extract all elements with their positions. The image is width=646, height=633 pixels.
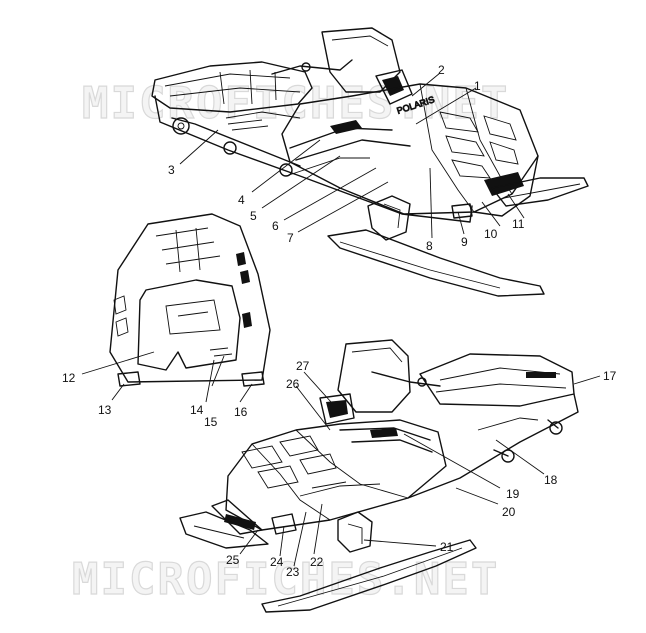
hood-underside-view [109,213,271,387]
callout-12: 12 [62,371,76,385]
callout-14: 14 [190,403,204,417]
callout-labels: 1 2 3 4 5 6 7 8 9 10 11 12 13 14 15 16 1… [62,63,617,579]
snowmobile-bottom-view [179,339,579,613]
callout-26: 26 [286,377,300,391]
callout-6: 6 [272,219,279,233]
callout-19: 19 [506,487,520,501]
watermark-bottom: MICROFICHES.NET [72,554,499,605]
callout-20: 20 [502,505,516,519]
callout-9: 9 [461,235,468,249]
callout-16: 16 [234,405,248,419]
callout-15: 15 [204,415,218,429]
callout-21: 21 [440,540,454,554]
callout-2: 2 [438,63,445,77]
callout-18: 18 [544,473,558,487]
callout-8: 8 [426,239,433,253]
callout-22: 22 [310,555,324,569]
callout-13: 13 [98,403,112,417]
callout-1: 1 [474,79,481,93]
callout-11: 11 [512,217,525,231]
leader-lines [81,72,601,567]
callout-17: 17 [603,369,617,383]
snowmobile-top-view: POLARIS [151,27,589,297]
callout-7: 7 [287,231,294,245]
callout-10: 10 [484,227,498,241]
callout-24: 24 [270,555,284,569]
callout-27: 27 [296,359,310,373]
callout-5: 5 [250,209,257,223]
callout-25: 25 [226,553,240,567]
callout-3: 3 [168,163,175,177]
callout-4: 4 [238,193,245,207]
callout-23: 23 [286,565,300,579]
